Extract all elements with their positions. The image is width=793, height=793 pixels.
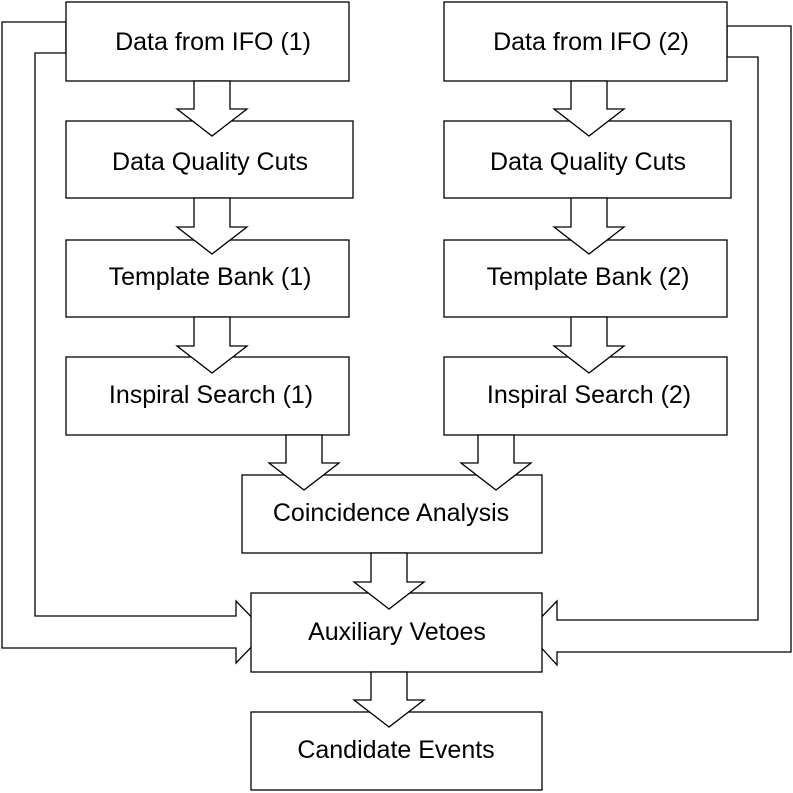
arrow-vetoes-to-candidates [352,671,426,728]
node-template-bank-1: Template Bank (1) [65,239,350,318]
node-label-data-quality-cuts-2: Data Quality Cuts [490,148,686,176]
node-label-data-quality-cuts-1: Data Quality Cuts [112,148,308,176]
node-auxiliary-vetoes: Auxiliary Vetoes [250,592,543,673]
node-label-inspiral-search-2: Inspiral Search (2) [487,381,691,409]
node-label-data-from-ifo-2: Data from IFO (2) [493,28,689,56]
arrow-dq2-to-tb2 [552,197,626,255]
node-label-template-bank-1: Template Bank (1) [109,263,312,291]
node-label-coincidence-analysis: Coincidence Analysis [273,499,509,527]
arrow-dq1-to-tb1 [175,197,249,255]
node-coincidence-analysis: Coincidence Analysis [241,474,543,554]
node-candidate-events: Candidate Events [250,711,543,791]
node-data-from-ifo-1: Data from IFO (1) [65,1,350,82]
node-label-template-bank-2: Template Bank (2) [487,263,690,291]
arrow-ifo1-to-dq1 [175,80,249,137]
node-label-data-from-ifo-1: Data from IFO (1) [115,28,311,56]
node-label-auxiliary-vetoes: Auxiliary Vetoes [308,618,486,646]
arrow-tb1-to-is1 [175,316,249,374]
node-label-inspiral-search-1: Inspiral Search (1) [109,381,313,409]
arrow-ifo2-to-dq2 [552,80,626,137]
arrow-is1-to-coincidence [267,434,341,491]
arrow-coincidence-to-vetoes [352,552,426,610]
arrow-tb2-to-is2 [552,316,626,374]
node-label-candidate-events: Candidate Events [297,736,494,764]
node-data-from-ifo-2: Data from IFO (2) [443,1,728,82]
node-template-bank-2: Template Bank (2) [443,239,728,318]
arrow-is2-to-coincidence [459,434,533,491]
